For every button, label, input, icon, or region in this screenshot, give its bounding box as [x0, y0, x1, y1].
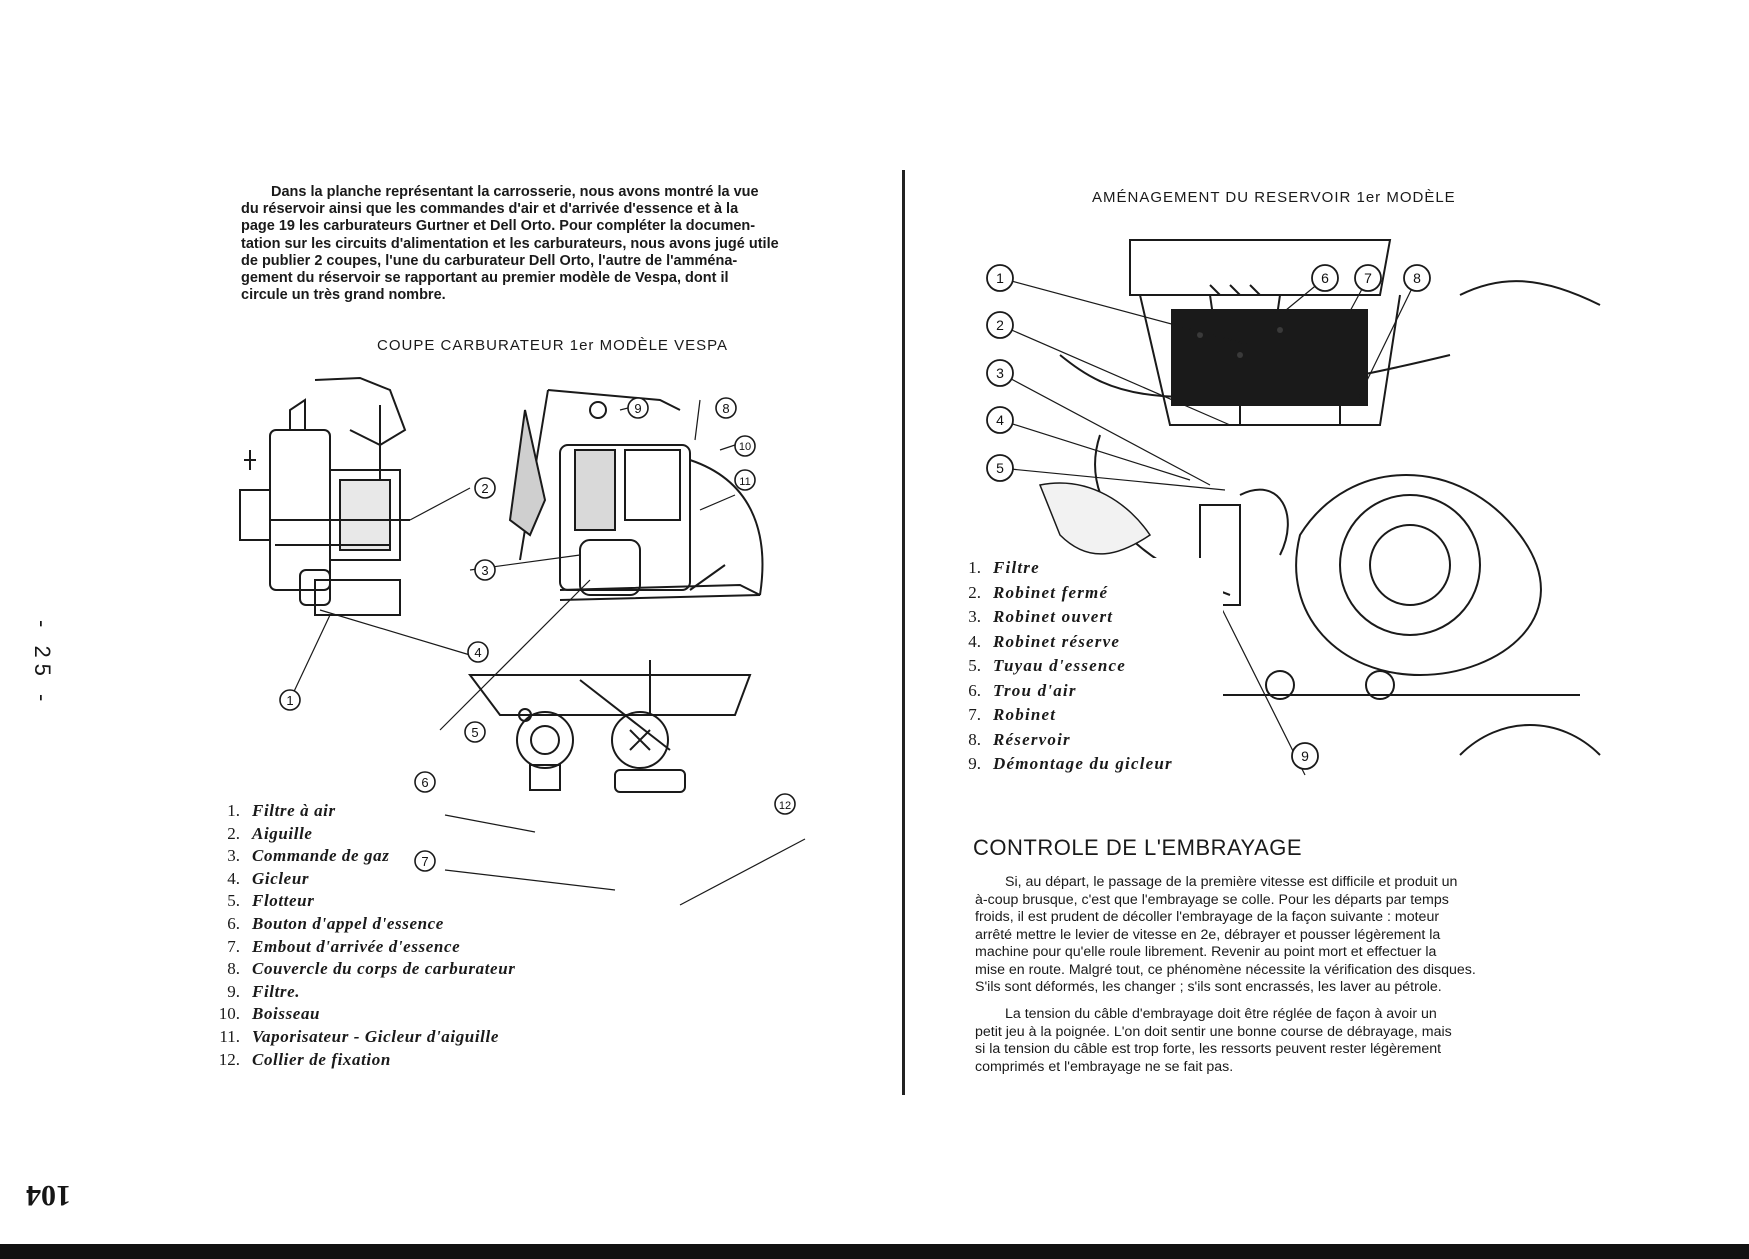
callout-11: 11: [739, 476, 750, 488]
legend-item: 12.Collier de fixation: [218, 1049, 391, 1069]
paragraph-line: mise en route. Malgré tout, ce phénomène…: [975, 961, 1476, 978]
legend-item: 8.Couvercle du corps de carburateur: [227, 959, 516, 979]
legend-item: 4.Gicleur: [227, 868, 310, 888]
section-title: CONTROLE DE L'EMBRAYAGE: [973, 835, 1303, 860]
legend-item: 5.Tuyau d'essence: [968, 656, 1127, 675]
intro-line: Dans la planche représentant la carrosse…: [271, 184, 759, 200]
legend-item: 1.Filtre: [968, 558, 1040, 577]
tank-legend: 1.Filtre 2.Robinet fermé 3.Robinet ouver…: [953, 558, 1223, 779]
legend-item: 1.Filtre à air: [227, 801, 336, 820]
paragraph-line: à-coup brusque, c'est que l'embrayage se…: [975, 891, 1449, 908]
tank-figure-caption: AMÉNAGEMENT DU RESERVOIR 1er MODÈLE: [1092, 189, 1456, 206]
carburetor-legend: 1.Filtre à air 2.Aiguille 3.Commande de …: [210, 801, 610, 1072]
callout-6: 6: [421, 775, 428, 790]
legend-item: 2.Aiguille: [227, 823, 313, 843]
tank-callout-2: 2: [996, 317, 1004, 333]
intro-line: tation sur les circuits d'alimentation e…: [241, 235, 779, 252]
legend-item: 9.Démontage du gicleur: [968, 754, 1173, 773]
tank-callout-6: 6: [1321, 270, 1329, 286]
paragraph-line: La tension du câble d'embrayage doit êtr…: [1005, 1006, 1437, 1022]
legend-item: 6.Bouton d'appel d'essence: [227, 913, 444, 933]
page-divider: [902, 170, 905, 1095]
tank-callout-1: 1: [996, 270, 1004, 286]
legend-item: 5.Flotteur: [227, 891, 315, 911]
intro-line: page 19 les carburateurs Gurtner et Dell…: [241, 218, 756, 235]
legend-item: 8.Réservoir: [968, 729, 1071, 749]
intro-line: gement du réservoir se rapportant au pre…: [241, 270, 729, 287]
legend-item: 10.Boisseau: [218, 1004, 321, 1024]
legend-item: 11.Vaporisateur - Gicleur d'aiguille: [219, 1026, 499, 1046]
clutch-paragraph-1: Si, au départ, le passage de la première…: [975, 874, 1591, 997]
intro-line: circule un très grand nombre.: [241, 287, 446, 304]
tank-callout-8: 8: [1413, 270, 1421, 286]
tank-callout-7: 7: [1364, 270, 1372, 286]
legend-item: 3.Commande de gaz: [227, 846, 390, 866]
legend-item: 3.Robinet ouvert: [968, 607, 1114, 626]
clutch-paragraph-2: La tension du câble d'embrayage doit êtr…: [975, 1006, 1591, 1076]
paragraph-line: petit jeu à la poignée. L'on doit sentir…: [975, 1023, 1452, 1040]
callout-9: 9: [634, 401, 641, 416]
carburetor-cross-section-figure: 1 2 3 4 5 6 7 8 9 10 11 12: [239, 376, 806, 906]
legend-item: 2.Robinet fermé: [968, 582, 1109, 602]
tank-callout-3: 3: [996, 365, 1004, 381]
scan-edge: [0, 1244, 1749, 1259]
intro-line: du réservoir ainsi que les commandes d'a…: [241, 201, 739, 218]
legend-item: 6.Trou d'air: [968, 680, 1077, 700]
intro-paragraph: Dans la planche représentant la carrosse…: [241, 184, 861, 304]
paragraph-line: Si, au départ, le passage de la première…: [1005, 874, 1458, 890]
tank-callout-5: 5: [996, 460, 1004, 476]
carburetor-figure-caption: COUPE CARBURATEUR 1er MODÈLE VESPA: [377, 337, 729, 354]
legend-item: 4.Robinet réserve: [968, 631, 1121, 651]
callout-8: 8: [722, 401, 729, 416]
paragraph-line: si la tension du câble est trop forte, l…: [975, 1041, 1442, 1057]
callout-7: 7: [421, 854, 428, 869]
legend-item: 7.Embout d'arrivée d'essence: [227, 936, 461, 956]
intro-line: de publier 2 coupes, l'une du carburateu…: [241, 252, 738, 269]
paragraph-line: froids, il est prudent de décoller l'emb…: [975, 909, 1440, 925]
callout-2: 2: [481, 481, 488, 496]
paragraph-line: comprimés et l'embrayage ne se fait pas.: [975, 1058, 1234, 1075]
callout-4: 4: [474, 645, 481, 660]
paragraph-line: arrêté mettre le levier de vitesse en 2e…: [975, 926, 1441, 943]
tank-callout-4: 4: [996, 412, 1004, 428]
paragraph-line: S'ils sont déformés, les changer ; s'ils…: [975, 979, 1442, 995]
paragraph-line: machine pour qu'elle roule librement. Re…: [975, 944, 1437, 960]
side-page-number: - 25 -: [30, 620, 55, 708]
callout-1: 1: [286, 693, 293, 708]
callout-3: 3: [481, 563, 488, 578]
tank-callout-9: 9: [1301, 748, 1309, 764]
legend-item: 9.Filtre.: [227, 981, 301, 1001]
legend-item: 7.Robinet: [968, 705, 1057, 724]
bottom-page-number: 104: [26, 1179, 71, 1212]
fuel-tank-figure: 1 2 3 4 5 6 7 8 9: [986, 239, 1601, 776]
callout-5: 5: [471, 725, 478, 740]
callout-10: 10: [739, 441, 751, 453]
callout-12: 12: [779, 800, 791, 812]
